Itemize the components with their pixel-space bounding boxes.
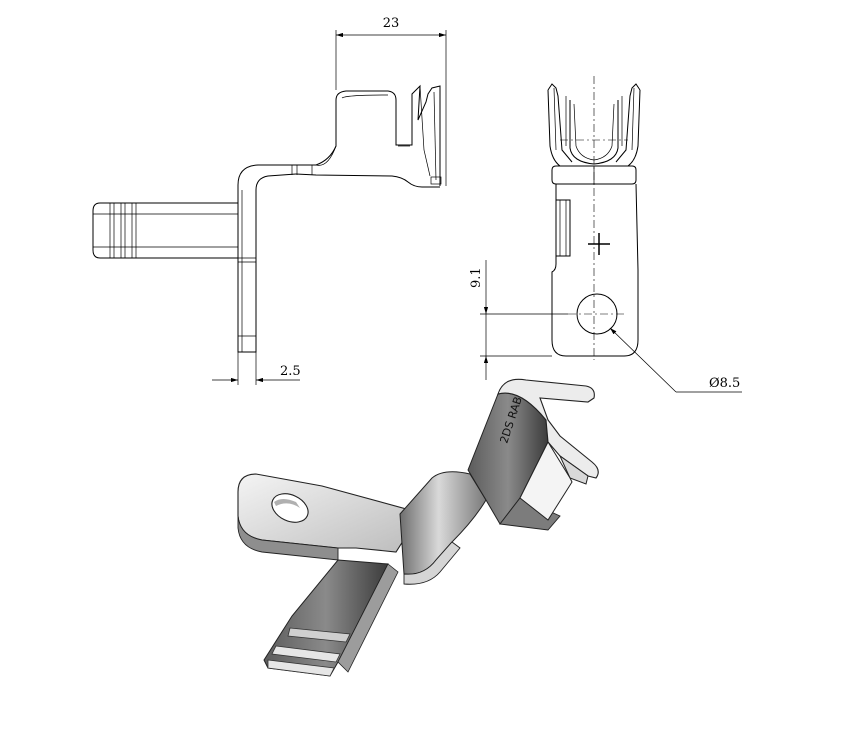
- front-view: 9.1 Ø8.5: [469, 76, 742, 393]
- side-view-pin-grooves: [109, 203, 137, 258]
- dimension-thickness-label: 2.5: [280, 364, 301, 379]
- iso-view: 2DS RAB: [237, 378, 599, 677]
- dimension-diameter-label: Ø8.5: [709, 376, 740, 391]
- dimension-width-label: 23: [383, 16, 400, 31]
- iso-view-fork: [497, 378, 599, 479]
- side-view-plate: [237, 173, 297, 353]
- dimension-offset-label: 9.1: [469, 267, 484, 288]
- side-view-pin: [92, 202, 239, 259]
- side-view: 23 2.5: [92, 16, 447, 385]
